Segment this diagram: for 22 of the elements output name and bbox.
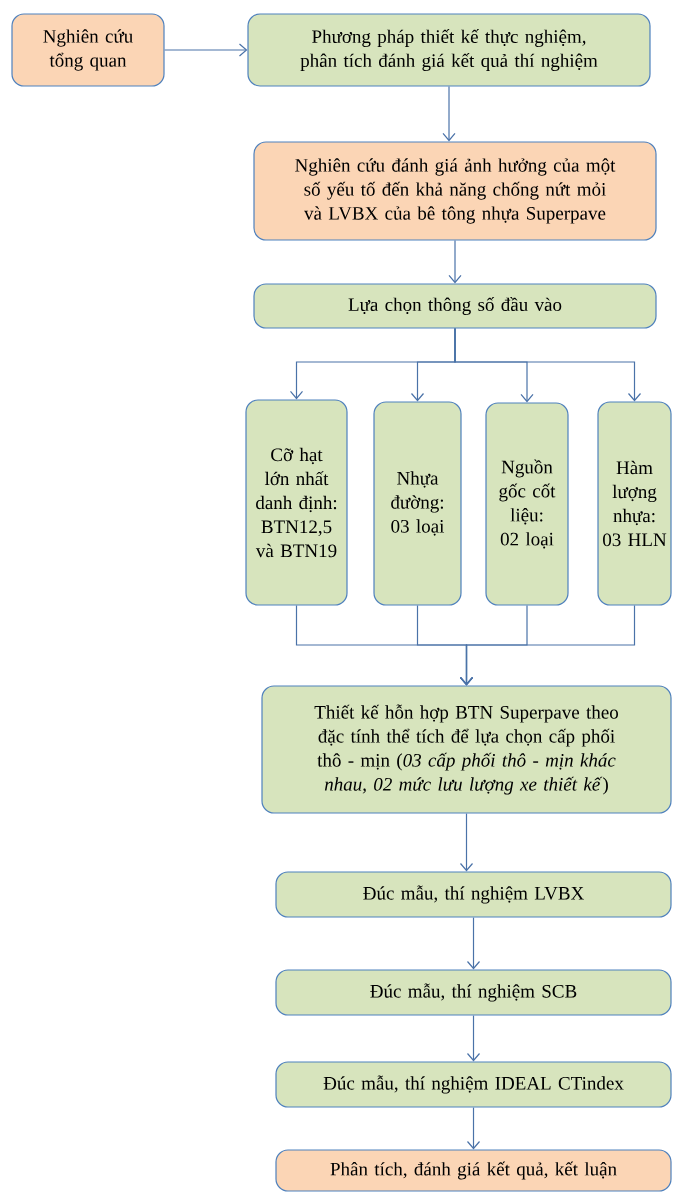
arrow: [454, 328, 642, 402]
process-box: Nhựa đường: 03 loại: [373, 401, 462, 606]
process-box: Đúc mẫu, thí nghiệm IDEAL CTindex: [275, 1061, 672, 1108]
arrow: [448, 240, 462, 284]
process-box: Nguồn gốc cốt liệu: 02 loại: [485, 402, 569, 606]
arrow: [466, 1107, 481, 1150]
highlighted-step-box: Nghiên cứu đánh giá ảnh hưởng của một số yếu tố đến khả năng chống nứt mỏi và LVBX của bê tông nhựa Superpave: [253, 141, 657, 241]
arrow: [466, 1015, 481, 1062]
process-box: Cỡ hạt lớn nhất danh định: BTN12,5 và BTN19: [245, 399, 348, 606]
process-box: Đúc mẫu, thí nghiệm LVBX: [275, 871, 672, 918]
highlighted-step-box: Phân tích, đánh giá kết quả, kết luận: [275, 1149, 672, 1192]
arrow: [164, 43, 248, 57]
highlighted-step-box: Nghiên cứu tổng quan: [11, 13, 165, 87]
arrow: [442, 86, 456, 142]
arrow: [459, 813, 474, 872]
process-box: Lựa chọn thông số đầu vào: [253, 283, 657, 329]
arrow: [459, 605, 636, 686]
process-box: Phương pháp thiết kế thực nghiệm, phân tích đánh giá kết quả thí nghiệm: [247, 13, 651, 87]
arrow: [466, 917, 481, 970]
process-box: Thiết kế hỗn hợp BTN Superpave theo đặc tính thể tích để lựa chọn cấp phối thô - mịn (03 cấp phối thô - mịn khác nhau, 02 mức lưu lượng xe thiết kế): [261, 685, 672, 814]
process-box: Hàm lượng nhựa: 03 HLN: [597, 401, 672, 606]
process-box: Đúc mẫu, thí nghiệm SCB: [275, 969, 672, 1016]
